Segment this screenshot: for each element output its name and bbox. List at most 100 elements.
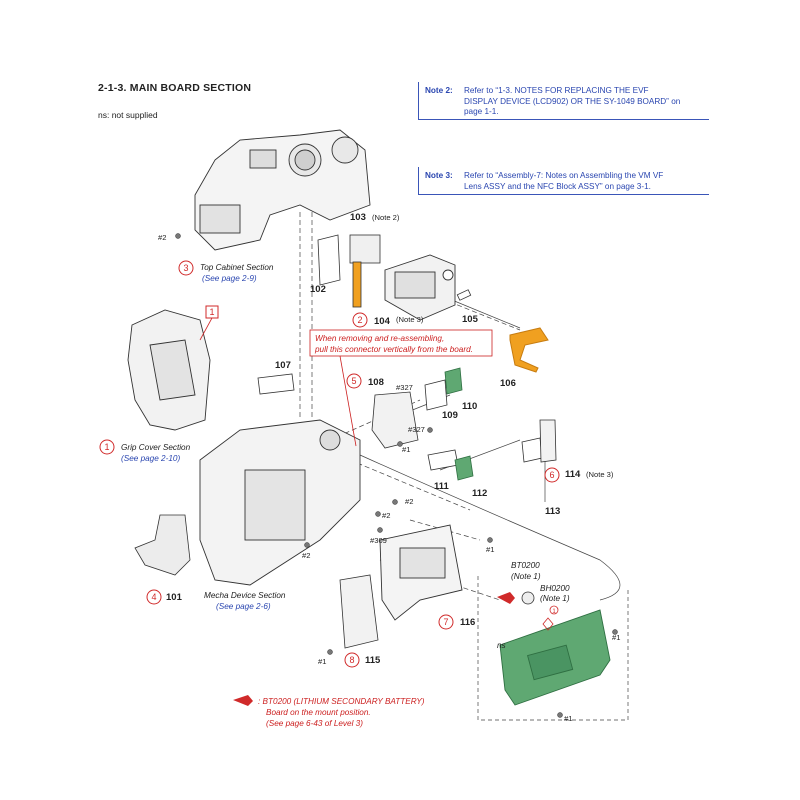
- label-bt0200-note: (Note 1): [511, 572, 541, 581]
- screw-label-1e: #1: [318, 657, 326, 666]
- note-3-line-1: Refer to “Assembly-7: Notes on Assemblin…: [464, 171, 664, 180]
- label-106: 106: [500, 378, 516, 389]
- label-102: 102: [310, 284, 326, 295]
- part-111-drawing: [427, 449, 459, 471]
- grip-cover-section-label: Grip Cover Section: [121, 443, 191, 452]
- screw-label-2c: #2: [382, 511, 390, 520]
- label-104: 104: [374, 316, 391, 327]
- screw-label-2d: #2: [302, 551, 310, 560]
- label-103-note: (Note 2): [372, 213, 400, 222]
- svg-text:5: 5: [351, 376, 356, 386]
- circle-marker-6: 6: [544, 467, 560, 483]
- part-116-drawing: [499, 609, 611, 706]
- part-113-drawing: [521, 437, 543, 463]
- part-105-drawing: [456, 289, 472, 301]
- label-105: 105: [462, 314, 479, 325]
- label-109: 109: [442, 410, 458, 421]
- part-103-drawing: [349, 234, 381, 308]
- label-111: 111: [434, 481, 450, 492]
- label-114: 114: [565, 469, 581, 480]
- part-107-drawing: [257, 373, 295, 395]
- screw-label-2b: #2: [405, 497, 413, 506]
- label-113: 113: [545, 506, 560, 517]
- label-108: 108: [368, 377, 384, 388]
- page-title: 2-1-3. MAIN BOARD SECTION: [98, 82, 252, 94]
- warning-callout: When removing and re-assembling, pull th…: [309, 329, 493, 447]
- note-2-line-1: Refer to “1-3. NOTES FOR REPLACING THE E…: [464, 86, 649, 95]
- battery-note-line-3: (See page 6-43 of Level 3): [266, 719, 363, 728]
- label-bh0200-note: (Note 1): [540, 594, 570, 603]
- section-mecha-device: Mecha Device Section (See page 2-6): [204, 591, 286, 611]
- label-101: 101: [166, 592, 183, 603]
- red-pointer-legend-icon: [233, 695, 253, 706]
- label-104-note: (Note 3): [396, 315, 424, 324]
- screw-label-1c: #1: [612, 633, 620, 642]
- mecha-section-label: Mecha Device Section: [204, 591, 286, 600]
- svg-text:1: 1: [209, 307, 214, 317]
- circle-marker-4: 4: [146, 589, 162, 605]
- part-115-drawing: [339, 574, 379, 649]
- grip-cover-drawing: [127, 309, 211, 431]
- mecha-device-drawing: [199, 419, 361, 586]
- section-top-cabinet: 3 Top Cabinet Section (See page 2-9): [178, 260, 274, 283]
- note-2-line-2: DISPLAY DEVICE (LCD902) OR THE SY-1049 B…: [464, 96, 681, 106]
- part-101-drawing: [134, 514, 191, 576]
- battery-legend: : BT0200 (LITHIUM SECONDARY BATTERY) Boa…: [258, 697, 425, 728]
- screws: [175, 233, 618, 718]
- top-cabinet-section-label: Top Cabinet Section: [200, 263, 274, 272]
- warning-line-2: pull this connector vertically from the …: [314, 345, 473, 354]
- red-pointer-icon: [497, 592, 515, 604]
- note-2-box: Note 2: Refer to “1-3. NOTES FOR REPLACI…: [418, 82, 709, 120]
- part-109-drawing: [424, 379, 448, 411]
- screw-label-2a: #2: [158, 233, 166, 242]
- screw-label-309: #309: [370, 536, 387, 545]
- label-103: 103: [350, 212, 366, 223]
- board-marker-1: 1: [542, 605, 559, 631]
- note-3-line-2: Lens ASSY and the NFC Block ASSY” on pag…: [464, 181, 651, 191]
- main-plate-drawing: [379, 524, 463, 621]
- label-110: 110: [462, 401, 477, 412]
- label-bt0200: BT0200: [511, 561, 540, 570]
- svg-text:2: 2: [357, 315, 362, 325]
- not-supplied-note: ns: not supplied: [98, 110, 158, 120]
- label-107: 107: [275, 360, 291, 371]
- screw-label-327a: #327: [396, 383, 413, 392]
- svg-text:4: 4: [151, 592, 156, 602]
- circle-marker-2: 2: [352, 312, 368, 328]
- label-116: 116: [460, 617, 475, 628]
- battery-note-line-2: Board on the mount position.: [266, 708, 371, 717]
- screw-label-327b: #327: [408, 425, 425, 434]
- circle-number-3: 3: [183, 263, 188, 273]
- screw-label-1a: #1: [402, 445, 410, 454]
- circle-marker-5: 5: [346, 373, 362, 389]
- battery-note-line-1: : BT0200 (LITHIUM SECONDARY BATTERY): [258, 697, 425, 706]
- screw-label-1d: #1: [564, 714, 572, 723]
- circle-marker-8: 8: [344, 652, 360, 668]
- note-3-label: Note 3:: [425, 171, 453, 180]
- battery-bt0200-drawing: [521, 591, 535, 605]
- label-bh0200: BH0200: [540, 584, 570, 593]
- top-cabinet-section-page: (See page 2-9): [202, 274, 257, 283]
- svg-text:8: 8: [349, 655, 354, 665]
- screw-label-1b: #1: [486, 545, 494, 554]
- part-110-drawing: [444, 367, 463, 395]
- label-115: 115: [365, 655, 381, 666]
- svg-text:7: 7: [443, 617, 448, 627]
- circle-number-1: 1: [104, 442, 109, 452]
- note-3-box: Note 3: Refer to “Assembly-7: Notes on A…: [418, 167, 709, 195]
- label-114-note: (Note 3): [586, 470, 614, 479]
- part-108-drawing: [371, 391, 419, 449]
- note-2-line-3: page 1-1.: [464, 107, 499, 116]
- section-grip-cover: 1 Grip Cover Section (See page 2-10): [99, 439, 191, 463]
- label-112: 112: [472, 488, 487, 499]
- grip-cover-section-page: (See page 2-10): [121, 454, 180, 463]
- circle-marker-7: 7: [438, 614, 454, 630]
- part-112-drawing: [454, 455, 474, 481]
- svg-text:1: 1: [552, 609, 556, 615]
- top-cabinet-drawing: [194, 129, 371, 251]
- square-marker-1: 1: [199, 305, 219, 341]
- part-102-drawing: [317, 234, 341, 286]
- svg-text:6: 6: [549, 470, 554, 480]
- label-ns: ns: [497, 641, 506, 650]
